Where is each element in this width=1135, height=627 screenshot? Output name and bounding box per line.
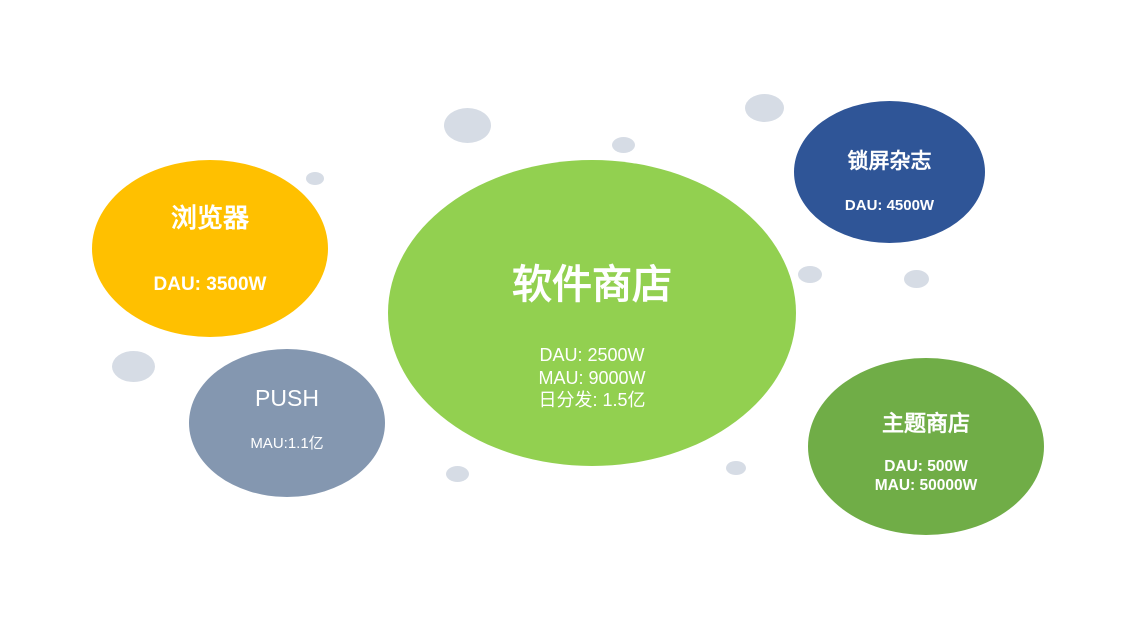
theme-store-mau: MAU: 50000W (874, 477, 978, 495)
decorative-dot (446, 466, 469, 482)
push-stats: MAU:1.1亿 (189, 435, 385, 454)
decorative-dot (904, 270, 929, 288)
push-title: PUSH (255, 385, 319, 411)
browser-title: 浏览器 (170, 204, 249, 234)
decorative-dot (726, 461, 746, 475)
theme-store-title: 主题商店 (881, 412, 970, 437)
app-store-dau: DAU: 2500W (539, 345, 645, 365)
lockscreen-stats: DAU: 4500W (794, 197, 985, 216)
theme-store-bubble: 主题商店 DAU: 500W MAU: 50000W (808, 358, 1044, 535)
app-store-title: 软件商店 (512, 262, 672, 308)
lockscreen-title: 锁屏杂志 (847, 149, 932, 173)
push-bubble: PUSH MAU:1.1亿 (189, 349, 385, 497)
decorative-dot (612, 137, 635, 153)
theme-store-dau: DAU: 500W (884, 458, 968, 475)
decorative-dot (798, 266, 822, 283)
lockscreen-magazine-bubble: 锁屏杂志 DAU: 4500W (794, 101, 985, 243)
decorative-dot (745, 94, 784, 122)
lockscreen-dau: DAU: 4500W (844, 197, 935, 214)
decorative-dot (306, 172, 324, 185)
app-store-bubble: 软件商店 DAU: 2500W MAU: 9000W 日分发: 1.5亿 (388, 160, 796, 466)
push-mau: MAU:1.1亿 (250, 435, 324, 452)
app-store-daily-distribution: 日分发: 1.5亿 (538, 390, 646, 410)
decorative-dot (444, 108, 491, 143)
browser-stats: DAU: 3500W (92, 273, 328, 297)
app-store-stats: DAU: 2500W MAU: 9000W 日分发: 1.5亿 (388, 344, 796, 412)
browser-dau: DAU: 3500W (153, 274, 267, 295)
theme-store-stats: DAU: 500W MAU: 50000W (808, 457, 1044, 496)
browser-bubble: 浏览器 DAU: 3500W (92, 160, 328, 337)
app-store-mau: MAU: 9000W (538, 367, 646, 388)
decorative-dot (112, 351, 155, 382)
